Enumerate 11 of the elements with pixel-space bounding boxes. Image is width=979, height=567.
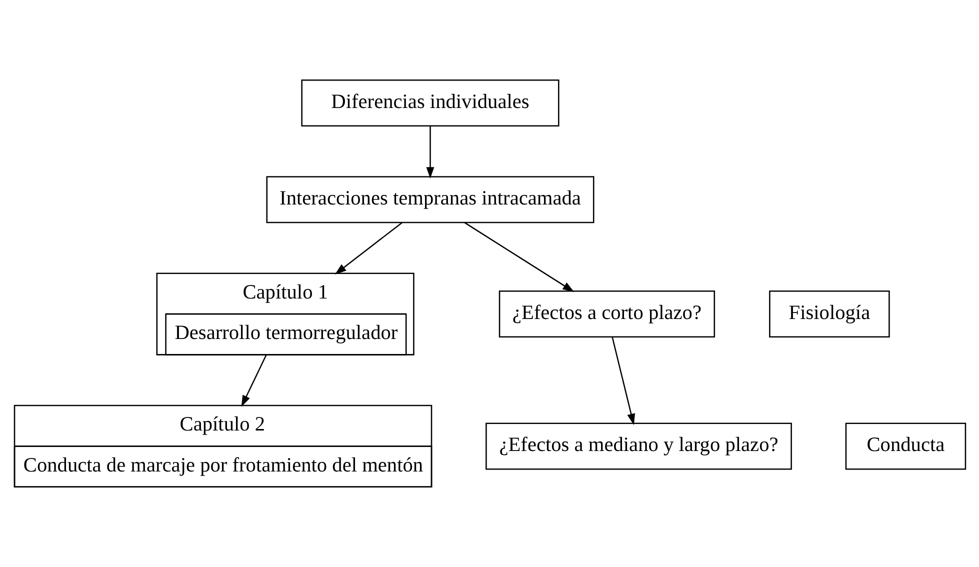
arrow: [334, 222, 402, 274]
node-box: Fisiología: [768, 290, 890, 338]
arrow: [426, 126, 434, 179]
arrow: [611, 337, 635, 426]
arrow: [240, 354, 266, 407]
node-box: Conducta: [844, 422, 966, 470]
node-box: Diferencias individuales: [300, 79, 559, 126]
node-box: Interacciones tempranas intracamada: [266, 176, 594, 224]
node-box: ¿Efectos a corto plazo?: [498, 290, 715, 338]
node-box: ¿Efectos a mediano y largo plazo?: [485, 422, 792, 470]
arrow: [464, 222, 574, 292]
